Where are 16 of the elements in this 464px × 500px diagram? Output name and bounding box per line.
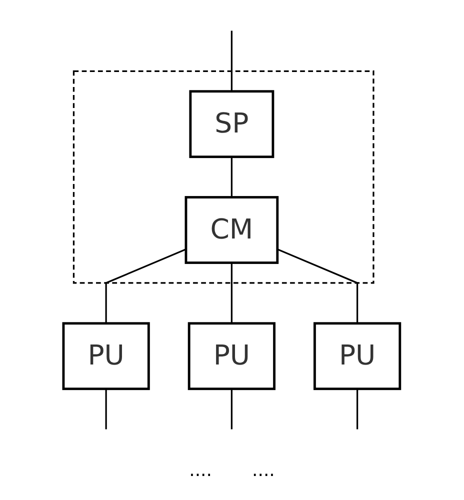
- connector: [231, 156, 233, 198]
- node-box: SP: [190, 90, 274, 158]
- ellipsis-dots: ....: [189, 460, 212, 481]
- connector: [106, 388, 108, 430]
- node-box: PU: [314, 322, 402, 390]
- connector: [356, 388, 358, 430]
- node-box: PU: [188, 322, 276, 390]
- node-box: CM: [185, 196, 279, 264]
- node-box: PU: [62, 322, 150, 390]
- connector: [106, 248, 187, 324]
- connector: [277, 248, 358, 324]
- cluster: [73, 70, 375, 284]
- connector: [231, 262, 233, 324]
- ellipsis-dots: ....: [252, 460, 275, 481]
- connector: [231, 30, 233, 92]
- connector: [231, 388, 233, 430]
